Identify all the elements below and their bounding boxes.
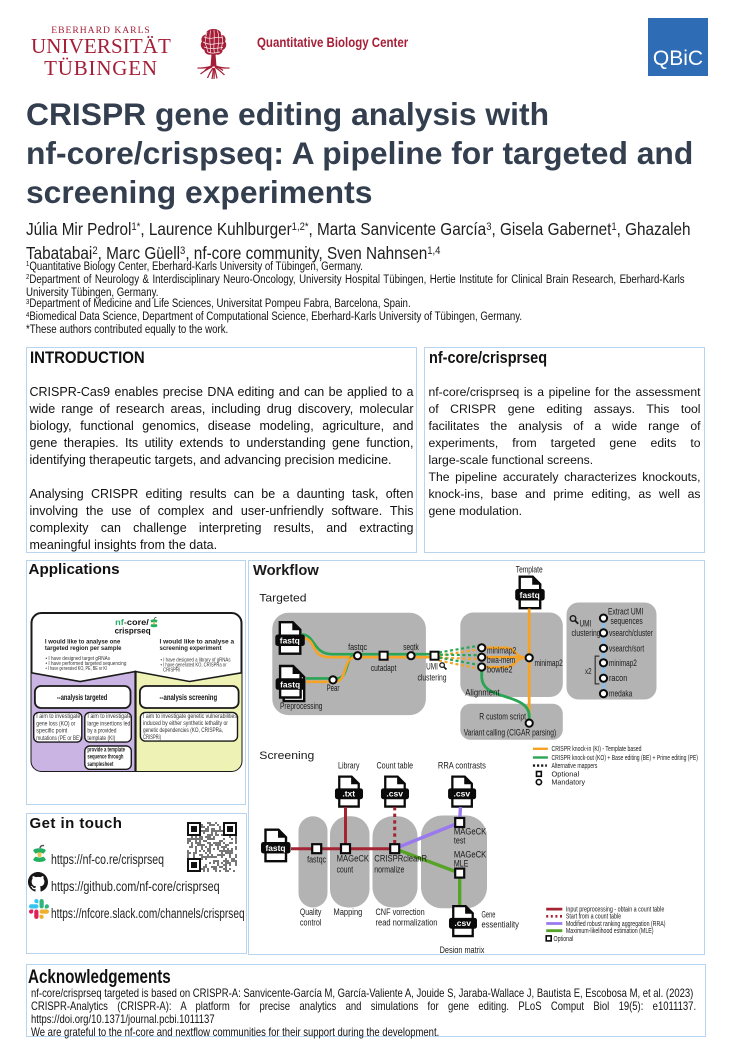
svg-text:mutations (PE or BE): mutations (PE or BE) [36,736,81,742]
svg-text:.txt: .txt [342,789,355,799]
svg-text:• I have designed target gRNAs: • I have designed target gRNAs [46,656,111,662]
svg-text:MAGeCK: MAGeCK [337,853,369,863]
svg-text:Count table: Count table [377,761,414,771]
svg-text:normalize: normalize [374,864,404,874]
svg-text:I aim to investigate: I aim to investigate [36,714,81,720]
svg-text:Alignment: Alignment [465,687,499,698]
svg-text:Library: Library [338,761,360,771]
svg-text:Targeted: Targeted [259,592,306,604]
svg-text:large insertions led: large insertions led [87,721,130,727]
svg-text:MAGeCK: MAGeCK [454,826,486,836]
svg-text:--analysis targeted: --analysis targeted [57,693,107,702]
svg-text:I would like to analyse a: I would like to analyse a [160,639,235,646]
svg-text:samplesheet: samplesheet [87,762,113,768]
svg-text:by a provided: by a provided [87,729,116,735]
svg-text:Preprocessing: Preprocessing [280,701,323,712]
svg-text:seqtk: seqtk [403,642,419,652]
svg-text:--analysis screening: --analysis screening [160,693,218,702]
svg-text:Gene: Gene [482,909,496,919]
svg-text:UMI: UMI [580,619,592,629]
svg-text:• I have performed targeted se: • I have performed targeted sequencing [46,661,127,667]
svg-text:MLE: MLE [454,859,469,869]
svg-text:induced by either synthetic le: induced by either synthetic lethality or [143,721,228,727]
svg-text:Optional: Optional [554,936,574,943]
svg-text:control: control [300,917,322,927]
svg-text:Maximum-likelihood estimation: Maximum-likelihood estimation (MLE) [566,928,654,935]
svg-text:• I have generated KO, CRISPRa: • I have generated KO, CRISPRa or [161,663,227,669]
svg-text:bowtie2: bowtie2 [487,665,513,675]
svg-text:gene loss (KO) or: gene loss (KO) or [36,721,75,727]
svg-text:specific point: specific point [36,729,67,735]
svg-text:fastqc: fastqc [307,854,326,864]
svg-text:fastq: fastq [280,679,300,689]
svg-text:CRISPRi): CRISPRi) [143,735,161,741]
svg-text:fastq: fastq [280,636,300,646]
svg-text:.csv: .csv [454,789,471,799]
svg-text:Mandatory: Mandatory [552,780,586,787]
svg-text:minimap2: minimap2 [609,658,637,668]
svg-text:Optional: Optional [552,771,580,778]
svg-text:fastq: fastq [520,590,540,600]
svg-text:sequence through: sequence through [87,755,123,761]
svg-text:I would like to analyse one: I would like to analyse one [45,639,121,646]
svg-text:Template: Template [516,565,543,575]
svg-text:read normalization: read normalization [376,917,438,927]
svg-text:Design matrix: Design matrix [440,945,485,953]
svg-text:Modified robust ranking aggreg: Modified robust ranking aggregation (RRA… [566,921,666,928]
svg-text:bwa-mem: bwa-mem [487,655,515,665]
svg-text:Extract UMI: Extract UMI [608,606,643,616]
svg-text:medaka: medaka [609,689,632,699]
svg-text:fastqc: fastqc [348,642,367,652]
svg-text:targeted region per sample: targeted region per sample [45,645,122,652]
svg-text:clustering: clustering [572,628,601,638]
svg-text:Start from a count table: Start from a count table [566,914,621,921]
svg-text:template (KI): template (KI) [87,736,115,742]
svg-text:essentiality: essentiality [482,920,520,930]
svg-text:Pear: Pear [327,683,340,693]
svg-text:MAGeCK: MAGeCK [454,849,486,859]
svg-text:RRA contrasts: RRA contrasts [438,761,486,771]
svg-text:test: test [454,836,466,846]
svg-text:Input preprocessing - obtain a: Input preprocessing - obtain a count tab… [566,907,664,914]
svg-text:I aim to investigate: I aim to investigate [87,714,132,720]
svg-text:R custom script: R custom script [479,712,526,722]
svg-text:nf-core/: nf-core/ [115,618,149,627]
svg-text:CNF vorrection: CNF vorrection [376,907,425,917]
svg-text:CRISPRcleanR: CRISPRcleanR [374,853,427,863]
svg-text:count: count [337,864,354,874]
svg-text:provide a template: provide a template [87,747,125,753]
svg-text:crisprseq: crisprseq [115,626,151,635]
svg-text:I aim to investigate genetic v: I aim to investigate genetic vulnerabili… [143,714,237,720]
svg-text:• I have designed a library of: • I have designed a library of gRNAs [161,658,231,664]
svg-text:vsearch/sort: vsearch/sort [609,643,645,653]
svg-text:screening experiment: screening experiment [160,645,223,652]
svg-text:minimap2: minimap2 [487,645,516,655]
svg-text:CRISPR knock-in (KI) - Templat: CRISPR knock-in (KI) - Template based [552,746,642,753]
svg-text:.csv: .csv [386,789,403,799]
svg-text:CRISPR knock-out (KO) + Base e: CRISPR knock-out (KO) + Base editing (BE… [552,755,698,762]
svg-text:clustering: clustering [418,672,447,682]
svg-text:Alternative mappers: Alternative mappers [552,763,598,770]
svg-text:• I have generated KO, PE, BE: • I have generated KO, PE, BE or KI [46,666,108,672]
svg-text:Quality: Quality [300,907,322,917]
svg-text:Workflow: Workflow [253,562,319,579]
svg-text:vsearch/cluster: vsearch/cluster [609,628,653,638]
svg-text:minimap2: minimap2 [535,658,563,668]
svg-text:CRISPRi: CRISPRi [163,668,180,674]
svg-text:genetic dependencies (KO, CRIS: genetic dependencies (KO, CRISPRa, [143,728,223,734]
svg-text:racon: racon [609,673,627,683]
svg-text:Variant calling (CIGAR parsing: Variant calling (CIGAR parsing) [464,727,557,737]
svg-text:UMI: UMI [426,661,438,671]
svg-text:x2: x2 [585,667,592,676]
svg-text:Mapping: Mapping [334,907,363,917]
svg-text:sequences: sequences [611,616,644,626]
svg-text:.csv: .csv [454,918,471,928]
svg-text:Screening: Screening [259,750,314,762]
svg-text:fastq: fastq [265,843,285,853]
svg-text:cutadapt: cutadapt [371,663,397,673]
